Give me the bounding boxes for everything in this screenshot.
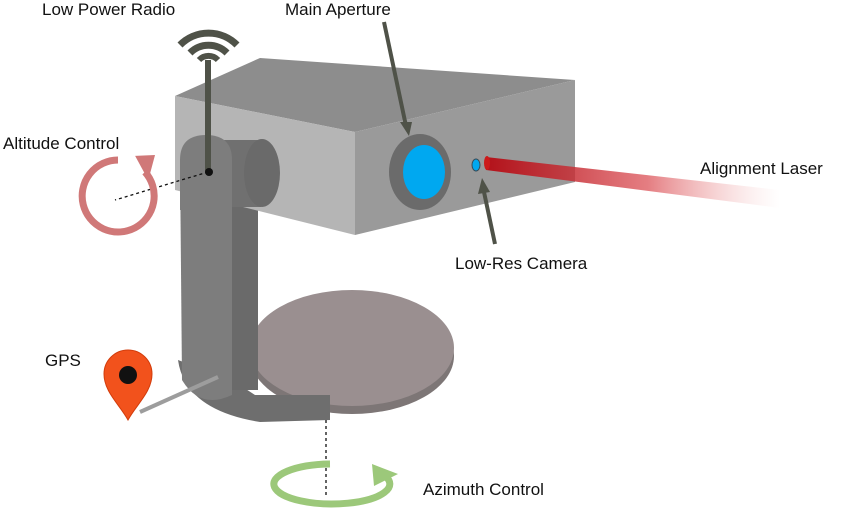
- wifi-icon: [177, 29, 240, 63]
- gps-leader: [139, 375, 219, 414]
- joint-cap: [244, 139, 280, 207]
- label-azimuth-control: Azimuth Control: [423, 480, 544, 499]
- main-aperture: [389, 134, 451, 210]
- azimuth-rotation-icon: [270, 460, 398, 508]
- camera-body-top: [175, 58, 575, 132]
- label-low-res-camera: Low-Res Camera: [455, 254, 588, 273]
- camera-leader: [478, 178, 497, 245]
- label-altitude-control: Altitude Control: [3, 134, 120, 153]
- base-plate: [250, 290, 454, 414]
- laser-emitter: [484, 156, 490, 170]
- aperture-leader: [382, 21, 412, 136]
- label-alignment-laser: Alignment Laser: [700, 159, 823, 178]
- alignment-laser: [484, 156, 780, 208]
- altitude-joint: [180, 135, 280, 210]
- altitude-rotation-icon: [78, 155, 158, 236]
- laser-beam: [486, 157, 780, 208]
- label-main-aperture: Main Aperture: [285, 0, 391, 19]
- label-low-power-radio: Low Power Radio: [42, 0, 176, 19]
- gps-pin-icon: [103, 349, 153, 422]
- lens-glass: [403, 145, 445, 199]
- low-res-camera-lens: [471, 158, 481, 172]
- altitude-leader: [114, 171, 209, 201]
- antenna-base-dot: [205, 168, 213, 176]
- label-gps: GPS: [45, 351, 81, 370]
- base-plate-top: [250, 290, 454, 406]
- radio-antenna: [177, 29, 240, 176]
